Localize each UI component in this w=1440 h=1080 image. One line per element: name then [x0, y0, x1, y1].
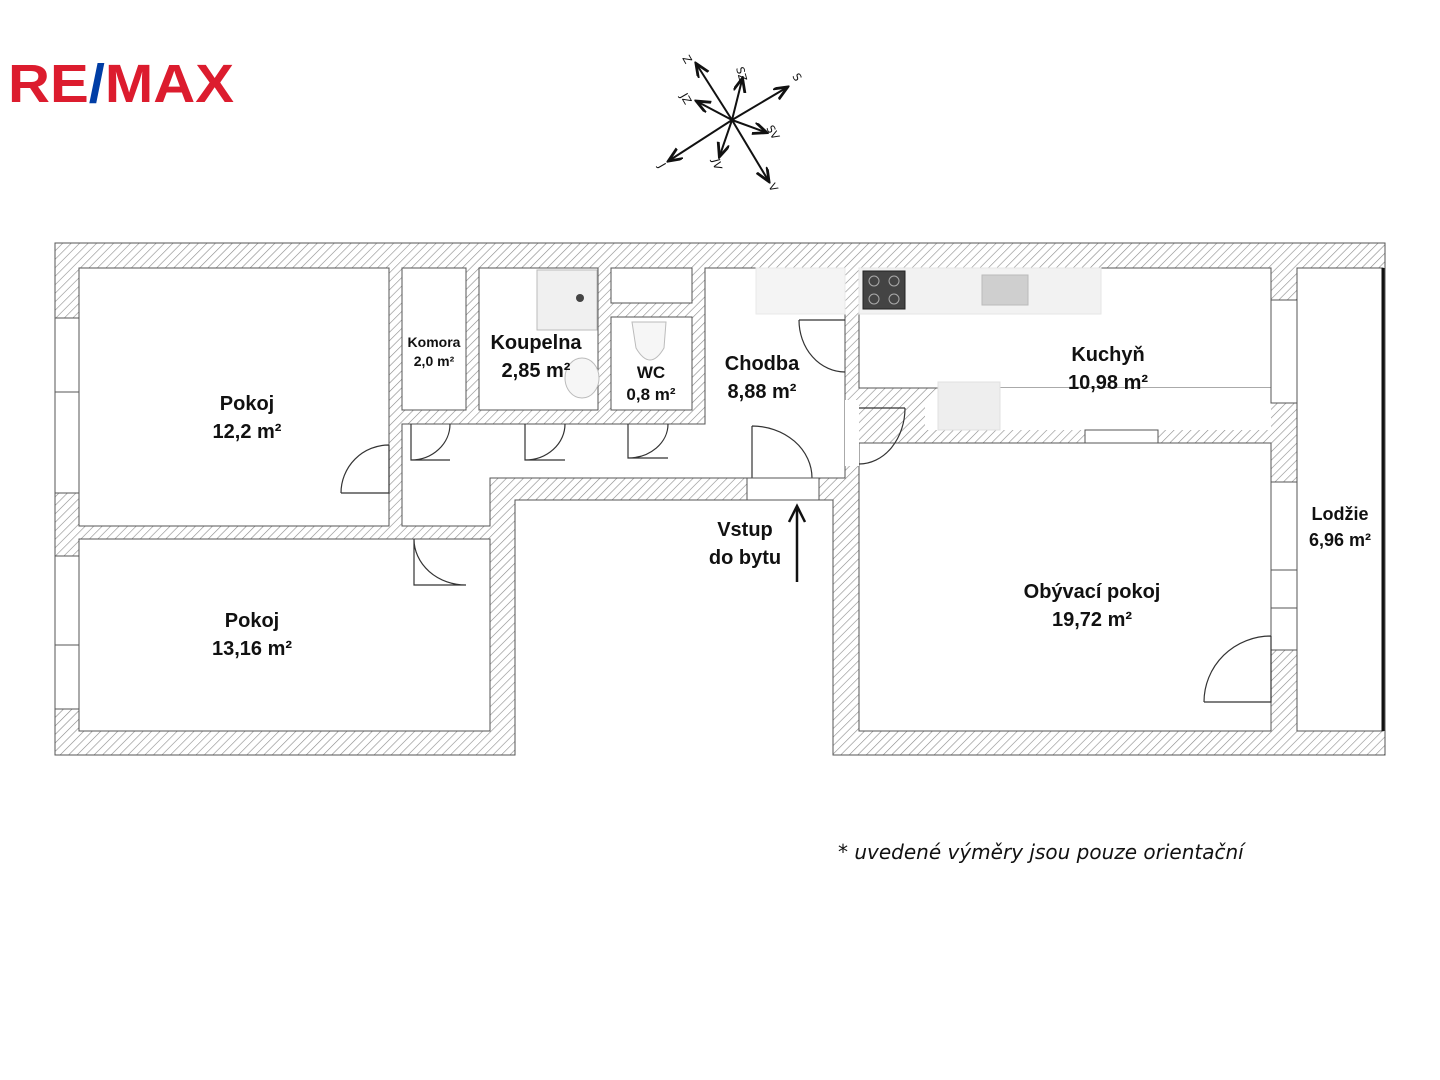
door-kuchyn — [798, 319, 846, 373]
label-wc-area: 0,8 m² — [626, 385, 675, 404]
label-kuchyn-area: 10,98 m² — [1068, 372, 1148, 394]
entrance-arrow-icon — [787, 503, 807, 582]
area-disclaimer: * uvedené výměry jsou pouze orientační — [838, 840, 1244, 864]
shower-tray-icon — [536, 269, 598, 331]
label-entrance-line2: do bytu — [709, 547, 781, 569]
hall-link — [845, 400, 859, 466]
label-pokoj-2-area: 13,16 m² — [212, 638, 292, 660]
room-closet-above-wc — [610, 267, 693, 304]
window-pokoj-1 — [54, 317, 80, 494]
label-komora-area: 2,0 m² — [414, 353, 455, 369]
room-komora — [401, 267, 467, 411]
label-koupelna-area: 2,85 m² — [502, 360, 571, 382]
compass-arrow-jz — [698, 102, 733, 121]
bathroom-fixtures — [536, 269, 667, 399]
compass-label-j: J — [655, 160, 668, 170]
window-lodzie-2 — [1270, 481, 1298, 651]
kitchen-fixtures — [755, 267, 1102, 431]
compass-arrow-j — [670, 119, 733, 160]
label-entrance-line1: Vstup — [717, 519, 773, 541]
washbasin-icon — [564, 357, 600, 399]
label-pokoj-2-name: Pokoj — [225, 610, 279, 632]
room-interiors — [78, 267, 1385, 732]
entrance-opening — [746, 477, 820, 501]
label-chodba-name: Chodba — [725, 353, 800, 375]
room-chodba — [401, 267, 846, 527]
kitchen-living-opening — [1084, 429, 1159, 444]
compass-rose: Z SZ S JZ SV J JV V — [655, 53, 804, 194]
door-entrance — [751, 425, 813, 479]
stove-icon — [862, 270, 906, 310]
room-obyvaci-pokoj — [858, 442, 1272, 732]
room-pokoj-1 — [78, 267, 390, 527]
label-wc-name: WC — [637, 363, 665, 382]
compass-arrow-v — [731, 119, 768, 180]
compass-label-sv: SV — [763, 123, 782, 142]
doors — [340, 319, 1272, 703]
compass-arrow-s — [731, 88, 786, 121]
window-pokoj-2 — [54, 555, 80, 710]
label-pokoj-1-name: Pokoj — [220, 393, 274, 415]
label-chodba-area: 8,88 m² — [728, 381, 797, 403]
window-lodzie-1 — [1270, 299, 1298, 404]
room-pokoj-2 — [78, 538, 491, 732]
door-pokoj-2 — [413, 538, 467, 586]
label-komora-name: Komora — [408, 334, 461, 350]
compass-label-jv: JV — [709, 156, 725, 171]
label-obyvaci-area: 19,72 m² — [1052, 609, 1132, 631]
door-wc — [627, 423, 669, 459]
label-lodzie-area: 6,96 m² — [1309, 530, 1371, 550]
room-lodzie — [1296, 267, 1384, 732]
kitchen-table — [937, 381, 1001, 431]
sink-icon — [981, 274, 1029, 306]
door-pokoj-1 — [340, 444, 390, 494]
label-pokoj-1-area: 12,2 m² — [213, 421, 282, 443]
door-komora — [410, 423, 451, 461]
label-kuchyn-name: Kuchyň — [1071, 344, 1144, 366]
compass-arrow-z — [697, 65, 733, 121]
compass-arrow-jv — [720, 119, 733, 155]
compass-label-sz: SZ — [733, 65, 749, 83]
label-koupelna-name: Koupelna — [490, 332, 582, 354]
door-obyvaci — [858, 407, 906, 465]
compass-arrow-sv — [731, 119, 765, 132]
toilet-icon — [631, 321, 667, 361]
fridge-cabinet — [755, 267, 846, 315]
door-lodzie — [1203, 635, 1272, 703]
label-lodzie-name: Lodžie — [1312, 504, 1369, 524]
compass-arrow-sz — [731, 80, 742, 121]
remax-logo: RE/MAX — [8, 58, 234, 108]
room-kuchyn-lower — [925, 388, 1271, 430]
logo-text: RE/MAX — [8, 58, 234, 108]
door-koupelna — [524, 423, 566, 461]
label-obyvaci-name: Obývací pokoj — [1024, 581, 1161, 603]
windows — [54, 299, 1298, 710]
